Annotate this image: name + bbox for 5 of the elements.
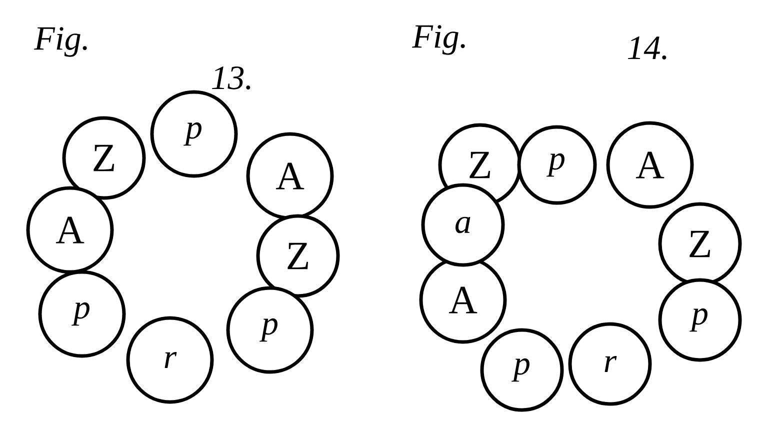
figure-number: 14. [628, 36, 666, 60]
fig-label: Fig. [34, 27, 87, 57]
node-label: p [690, 308, 708, 332]
figure-number: 13. [212, 66, 250, 90]
fig-label: Fig. [412, 25, 465, 55]
